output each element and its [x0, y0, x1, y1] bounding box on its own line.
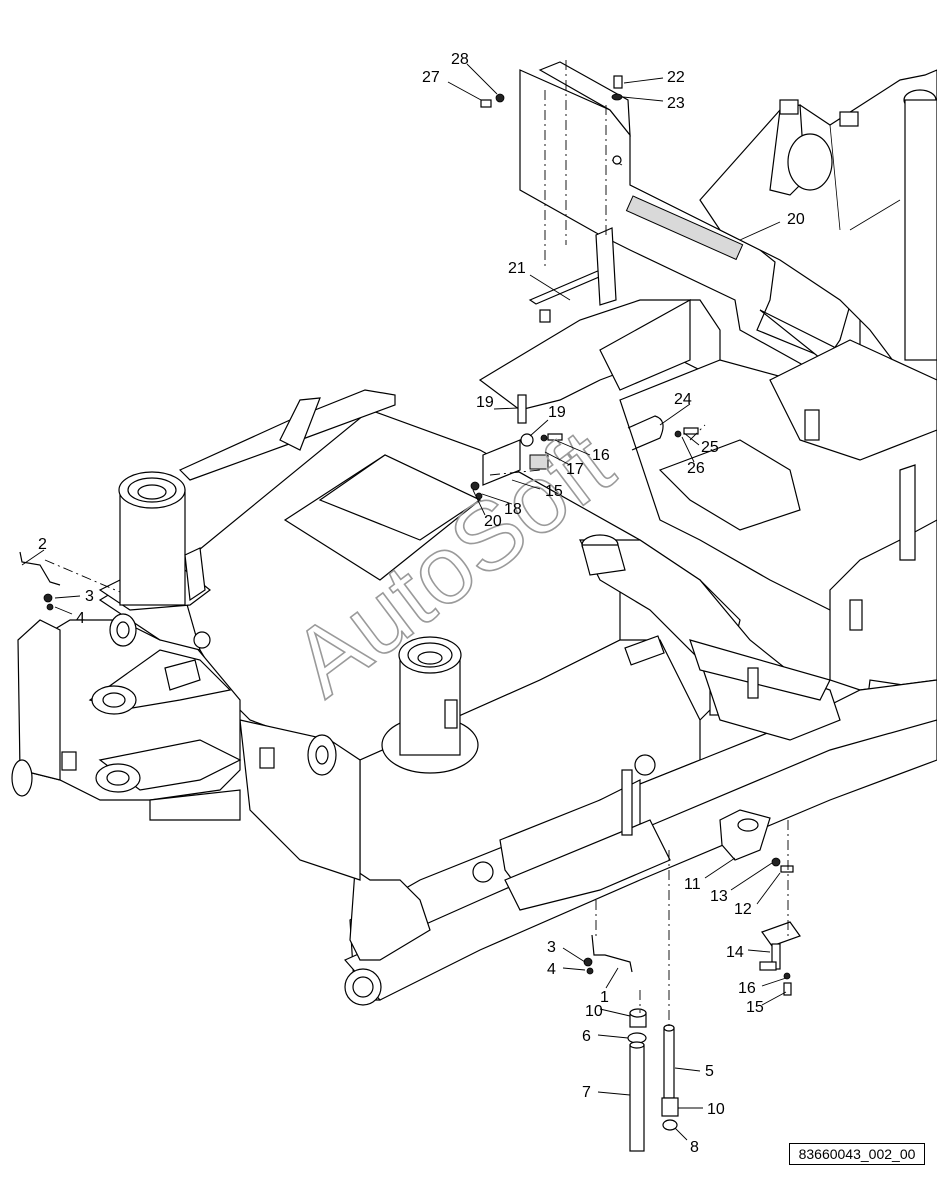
- upper-frame: [699, 69, 937, 381]
- callout-10-label: 10: [707, 1101, 725, 1118]
- bracket-1: [583, 934, 633, 975]
- bracket-2: [19, 551, 61, 611]
- callout-14: 14: [726, 944, 744, 961]
- bracket-24: [528, 227, 617, 323]
- callout-22: 19: [548, 404, 566, 421]
- callout-31: 28: [451, 51, 469, 68]
- callout-9: 10: [585, 1003, 603, 1020]
- callout-24: 21: [508, 260, 526, 277]
- front-left-frame: [11, 569, 275, 821]
- callout-5: 5: [705, 1063, 714, 1080]
- callout-17: 15: [545, 483, 563, 500]
- callout-6: 6: [582, 1028, 591, 1045]
- callout-3a: 3: [85, 588, 94, 605]
- rear-crossmember: [519, 61, 861, 381]
- callout-23: 20: [787, 211, 805, 228]
- callout-4b: 4: [547, 961, 556, 978]
- main-frame: [149, 389, 937, 1006]
- callout-21: 19: [476, 394, 494, 411]
- callout-7: 7: [582, 1084, 591, 1101]
- callout-labels: 28 27 22 23 20 21 19 19 24 25 26 16 17 1…: [38, 51, 805, 1156]
- callout-11-label: 11: [684, 876, 701, 893]
- callout-8: 8: [690, 1139, 699, 1156]
- rear-frame-section: [478, 298, 937, 761]
- callout-18: 16: [592, 447, 610, 464]
- leader-lines: [21, 63, 787, 1141]
- left-pivot-tower: [98, 471, 211, 611]
- callout-2-label: 2: [38, 536, 47, 553]
- callout-28: 25: [701, 439, 719, 456]
- drawing-reference-number: 83660043_002_00: [789, 1143, 925, 1165]
- callout-27: 24: [674, 391, 692, 408]
- callout-15-label: 15: [746, 999, 764, 1016]
- callout-30: 27: [422, 69, 440, 86]
- center-pivot-tower: [381, 636, 479, 774]
- hardware-top: [470, 75, 699, 500]
- callout-13: 13: [710, 888, 728, 905]
- callout-19b: 18: [504, 501, 522, 518]
- callout-12: 12: [734, 901, 752, 918]
- callout-4a: 4: [76, 610, 85, 627]
- callout-25: 22: [667, 69, 685, 86]
- hose-fittings: [627, 1008, 679, 1152]
- callout-19a: 17: [566, 461, 584, 478]
- bracket-14: [759, 921, 801, 996]
- callout-1: 1: [600, 989, 609, 1006]
- centerlines: [44, 60, 789, 1028]
- parts-21-22: [482, 394, 549, 486]
- bracket-11: [719, 809, 794, 873]
- rear-pivot-socket: [581, 534, 626, 576]
- callout-20-label: 20: [484, 513, 502, 530]
- callout-26: 23: [667, 95, 685, 112]
- callout-3b: 3: [547, 939, 556, 956]
- callout-16-label: 16: [738, 980, 756, 997]
- callout-29: 26: [687, 460, 705, 477]
